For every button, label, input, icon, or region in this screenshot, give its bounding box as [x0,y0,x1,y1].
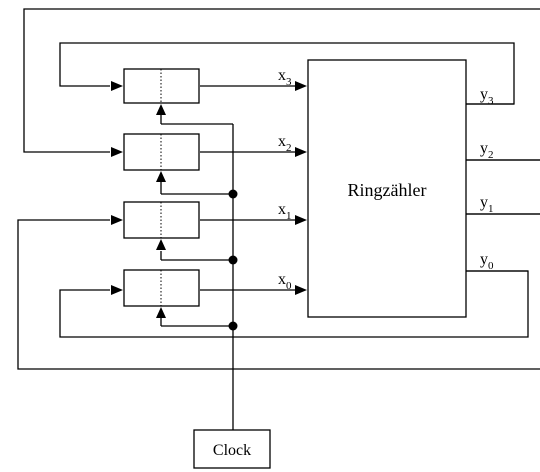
ring-counter-label: Ringzähler [348,180,427,200]
flip-flop-0 [123,269,200,307]
input-label-x2: x2 [278,133,292,154]
counter-output-stubs [466,103,540,272]
clock-label: Clock [213,442,251,459]
ring-counter-block [307,59,467,318]
input-label-x0: x0 [278,271,292,292]
junction-dots [228,189,238,331]
ff-output-wires [200,85,296,291]
arrowheads [111,81,307,318]
output-label-y3: y3 [480,86,494,107]
input-label-x3: x3 [278,67,292,88]
output-label-y0: y0 [480,251,494,272]
flip-flop-1 [123,201,200,239]
input-label-x1: x1 [278,201,292,222]
output-label-y2: y2 [480,140,494,161]
clock-wires [160,114,234,430]
clock-block [193,429,271,469]
output-label-y1: y1 [480,194,494,215]
flip-flop-2 [123,133,200,171]
flip-flop-3 [123,68,200,104]
